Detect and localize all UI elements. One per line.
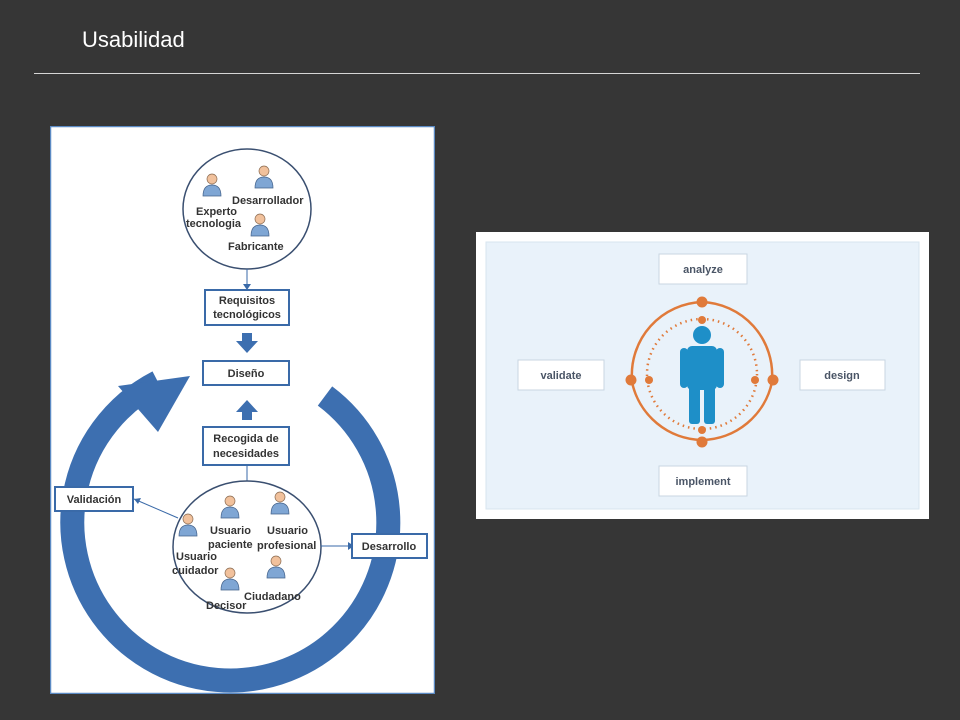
user-centered-cycle-diagram: Experto tecnologia Desarrollador Fabrica… (50, 126, 435, 694)
node-dot (625, 374, 637, 386)
phase-box-design (799, 359, 886, 391)
diseno-box (202, 360, 290, 386)
left-diagram: Experto tecnologia Desarrollador Fabrica… (50, 126, 435, 694)
validacion-box (54, 486, 134, 512)
down-arrow (236, 333, 258, 353)
desarrollador-label: Desarrollador (232, 195, 304, 207)
requisitos-box (204, 289, 290, 326)
cuidador-label-2: cuidador (172, 565, 219, 577)
diseno-label: Diseño (228, 368, 265, 380)
connector-arrowhead (134, 498, 141, 504)
decisor-label: Decisor (206, 600, 247, 612)
analyze-label: analyze (683, 264, 723, 276)
experto-label-1: Experto (196, 206, 237, 218)
cuidador-label-1: Usuario (176, 551, 217, 563)
recogida-label-2: necesidades (213, 448, 279, 460)
outer-arc (630, 381, 703, 442)
design-label: design (824, 370, 860, 382)
outer-arc (630, 300, 703, 381)
validacion-label: Validación (67, 494, 122, 506)
phase-box-analyze (658, 253, 748, 285)
fabricante-label: Fabricante (228, 241, 284, 253)
phase-box-implement (658, 465, 748, 497)
recogida-box (202, 426, 290, 466)
experto-label-2: tecnologia (186, 218, 242, 230)
profesional-label-2: profesional (257, 540, 316, 552)
right-diagram: analyze design implement validate (476, 232, 929, 519)
recogida-label-1: Recogida de (213, 433, 278, 445)
connector-arrowhead (243, 284, 251, 290)
node-dot (767, 374, 779, 386)
node-dot (751, 376, 759, 384)
slide-title: Usabilidad (82, 27, 185, 52)
paciente-label-2: paciente (208, 539, 253, 551)
design-cycle-diagram: analyze design implement validate (476, 232, 929, 519)
requisitos-label-2: tecnológicos (213, 309, 281, 321)
profesional-label-1: Usuario (267, 525, 308, 537)
desarrollo-label: Desarrollo (362, 541, 417, 553)
node-dot (645, 376, 653, 384)
connector-line (133, 498, 179, 519)
outer-arc (701, 381, 774, 442)
node-dot (698, 426, 706, 434)
title-divider (34, 73, 920, 74)
node-dot (698, 316, 706, 324)
validate-label: validate (541, 370, 582, 382)
requisitos-label-1: Requisitos (219, 295, 275, 307)
paciente-label-1: Usuario (210, 525, 251, 537)
cycle-arc (60, 371, 401, 693)
ciudadano-label: Ciudadano (244, 591, 301, 603)
implement-label: implement (675, 476, 730, 488)
up-arrow (236, 400, 258, 420)
node-dot (696, 436, 708, 448)
node-dot (696, 296, 708, 308)
desarrollo-box (351, 533, 428, 559)
outer-arc (701, 300, 774, 381)
person-figure-icon (680, 326, 724, 424)
phase-box-validate (517, 359, 605, 391)
cycle-arrowhead (118, 376, 190, 432)
